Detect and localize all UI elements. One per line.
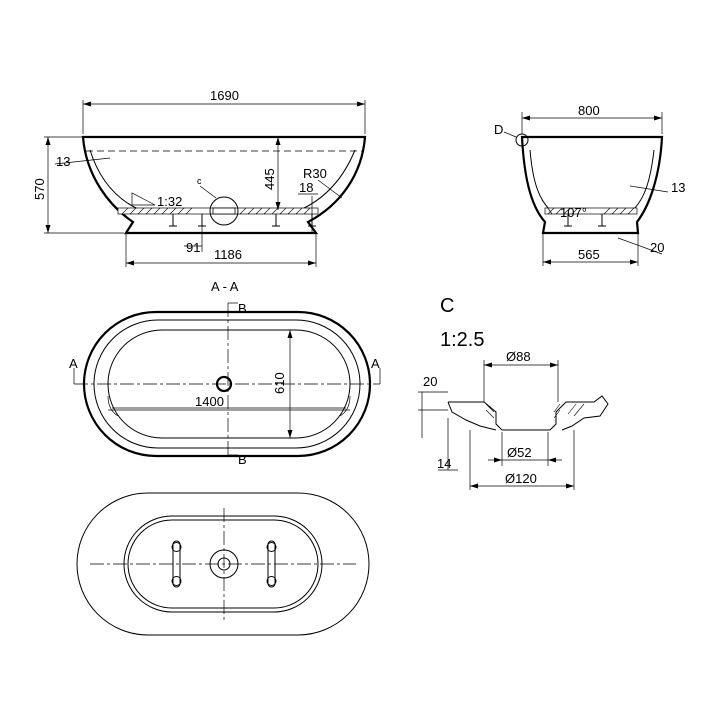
rim-height-label: 20 bbox=[423, 374, 437, 389]
end-inner-profile bbox=[529, 149, 655, 211]
plan-floor-curve-right bbox=[339, 395, 351, 417]
wall-label: 13 bbox=[56, 154, 70, 169]
inner-length-label: 1400 bbox=[195, 394, 224, 409]
slope-label: 1:32 bbox=[157, 194, 182, 209]
end-feet bbox=[564, 214, 606, 227]
section-a-left-label: A bbox=[69, 356, 78, 371]
adjustable-feet bbox=[169, 214, 316, 227]
inner-width-label: 610 bbox=[272, 372, 287, 394]
thickness-label: 14 bbox=[437, 456, 451, 471]
plan-view-aa: A - A A A B B 1400 610 bbox=[69, 279, 381, 467]
angle-label: 107° bbox=[560, 205, 587, 220]
bottom-foot-rail-left bbox=[171, 540, 182, 588]
end-base-hatching bbox=[547, 207, 635, 215]
drain-body-left bbox=[447, 401, 497, 431]
detail-c-label: C bbox=[440, 295, 454, 317]
detail-c: C 1:2.5 Ø88 20 14 bbox=[418, 295, 609, 490]
section-title: A - A bbox=[211, 279, 239, 294]
end-wall-label: 13 bbox=[671, 180, 685, 195]
bottom-drain-inner bbox=[217, 557, 231, 571]
width-label: 800 bbox=[578, 103, 600, 118]
foot-offset-label: 91 bbox=[186, 240, 200, 255]
end-outer-profile bbox=[520, 135, 664, 235]
base-length-label: 1186 bbox=[214, 247, 242, 262]
section-b-bottom-label: B bbox=[238, 452, 247, 467]
base-hatching bbox=[121, 207, 311, 215]
inner-dia-label: Ø52 bbox=[507, 445, 532, 460]
bottom-base-inner bbox=[127, 519, 319, 609]
end-elevation: D 800 13 107° 565 20 bbox=[494, 103, 685, 266]
rim-label: 18 bbox=[299, 180, 313, 195]
height-label: 570 bbox=[32, 178, 47, 200]
detail-d-label: D bbox=[494, 122, 503, 137]
tub-outer-profile bbox=[81, 135, 367, 235]
bottom-view bbox=[76, 492, 370, 636]
drain-plug bbox=[212, 207, 236, 215]
bottom-outer-shell bbox=[76, 492, 370, 636]
drain-body-profile bbox=[448, 395, 609, 431]
side-elevation: 1:32 1690 570 13 445 R30 18 c bbox=[32, 88, 367, 267]
plan-floor-curve-left bbox=[107, 395, 119, 417]
slope-triangle bbox=[131, 192, 156, 206]
section-b-top-label: B bbox=[238, 301, 247, 316]
drain-hatching bbox=[485, 403, 585, 419]
depth-label: 445 bbox=[262, 168, 277, 190]
end-foot-label: 20 bbox=[650, 240, 664, 255]
length-label: 1690 bbox=[210, 88, 239, 103]
top-dia-label: Ø88 bbox=[506, 349, 531, 364]
section-a-right-label: A bbox=[371, 356, 380, 371]
end-base-label: 565 bbox=[578, 247, 600, 262]
end-base-band bbox=[544, 207, 638, 215]
radius-label: R30 bbox=[303, 166, 327, 181]
bottom-drain-outer bbox=[209, 549, 239, 579]
detail-c-scale: 1:2.5 bbox=[440, 329, 484, 351]
bottom-foot-rail-right bbox=[266, 540, 277, 588]
outer-dia-label: Ø120 bbox=[505, 471, 537, 486]
drain-circle bbox=[209, 196, 239, 226]
drain-ref-label: c bbox=[197, 176, 202, 186]
